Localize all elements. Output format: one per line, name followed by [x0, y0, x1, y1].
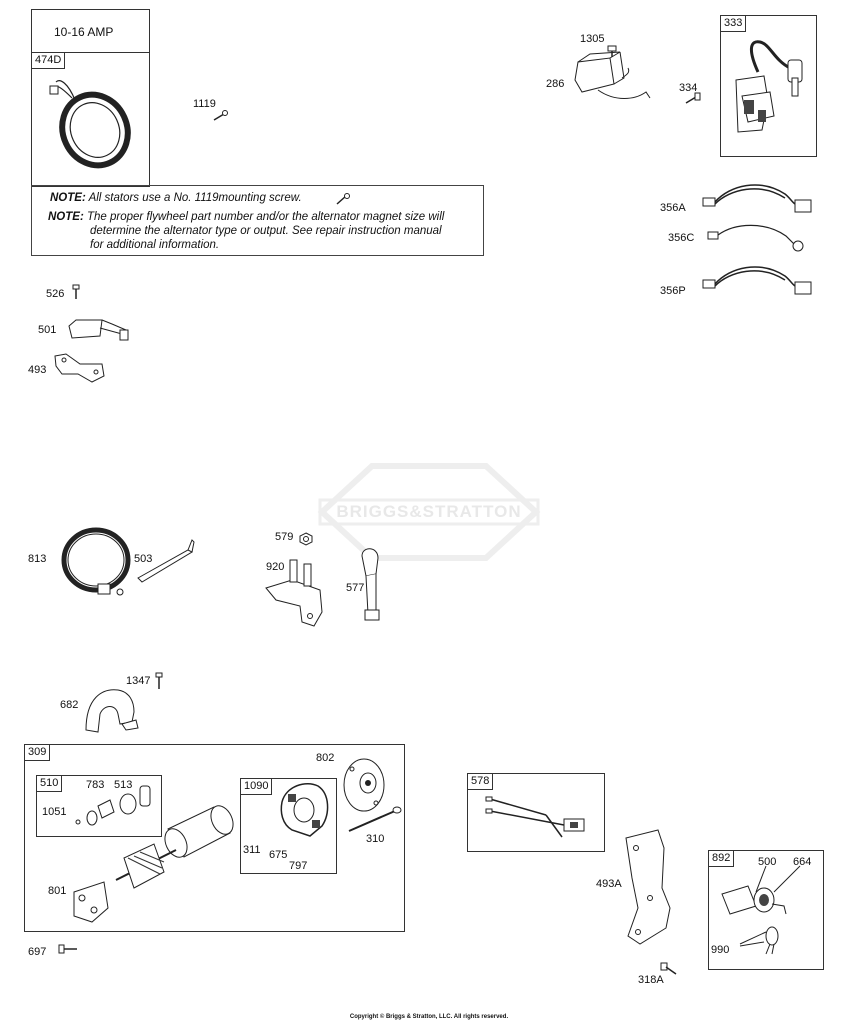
clamp-band-icon: [61, 527, 131, 596]
callout-356A: 356A: [660, 202, 686, 214]
key-switch-box: 892: [708, 850, 824, 970]
callout-493A: 493A: [596, 878, 622, 890]
note-line-2: NOTE: The proper flywheel part number an…: [48, 210, 444, 224]
callout-1305: 1305: [580, 33, 605, 45]
starter-shield-icon: [85, 689, 139, 733]
callout-802: 802: [316, 752, 335, 764]
callout-513: 513: [114, 779, 133, 791]
callout-318A: 318A: [638, 974, 664, 986]
screw-icon: [213, 110, 228, 121]
callout-664: 664: [793, 856, 812, 868]
callout-334: 334: [679, 82, 698, 94]
ground-wire-icon: [707, 224, 804, 252]
brand-watermark: BRIGGS&STRATTON: [312, 462, 546, 562]
callout-577: 577: [346, 582, 365, 594]
callout-1051: 1051: [42, 806, 67, 818]
callout-356C: 356C: [668, 232, 695, 244]
mounting-bracket-icon: [625, 829, 671, 945]
rectifier-module-icon: [574, 51, 651, 99]
callout-286: 286: [546, 78, 565, 90]
callout-493: 493: [28, 364, 47, 376]
callout-813: 813: [28, 553, 47, 565]
callout-783: 783: [86, 779, 105, 791]
note-tag: NOTE:: [48, 211, 84, 223]
callout-503: 503: [134, 553, 153, 565]
through-bolt-icon: [348, 806, 402, 832]
motor-housing-icon: [164, 805, 234, 858]
ignition-coil-box: 333: [720, 15, 817, 157]
drive-gear-icon: [75, 785, 151, 826]
spark-plug-boot-icon: [361, 548, 380, 621]
screw-icon: [72, 284, 80, 299]
screw-icon: [660, 962, 677, 975]
wire-kit-box: 578: [467, 773, 605, 852]
callout-682: 682: [60, 699, 79, 711]
callout-920: 920: [266, 561, 285, 573]
note-line-1: NOTE: All stators use a No. 1119mounting…: [50, 191, 302, 205]
callout-697: 697: [28, 946, 47, 958]
note-tag: NOTE:: [50, 192, 86, 204]
callout-1119: 1119: [193, 98, 216, 110]
screw-icon: [155, 672, 163, 689]
callout-526: 526: [46, 288, 65, 300]
spark-plug-bracket-icon: [265, 559, 323, 627]
callout-1347: 1347: [126, 675, 151, 687]
ignition-coil-icon: [735, 40, 803, 133]
screw-icon: [336, 193, 350, 205]
ignition-key-switch-icon: [721, 865, 801, 955]
callout-797: 797: [289, 860, 308, 872]
callout-501: 501: [38, 324, 57, 336]
wire-leads-icon: [485, 796, 585, 838]
callout-675: 675: [269, 849, 288, 861]
screw-icon: [58, 944, 77, 954]
stator-box: 10-16 AMP 474D: [31, 9, 150, 187]
part-label-309: 309: [24, 744, 51, 761]
wire-harness-icon: [702, 184, 812, 213]
part-label-333: 333: [720, 15, 747, 32]
amp-rating: 10-16 AMP: [54, 25, 114, 39]
drive-kit-box: 510: [36, 775, 162, 837]
callout-579: 579: [275, 531, 294, 543]
watermark-text: BRIGGS&STRATTON: [336, 502, 522, 521]
note-line-4: for additional information.: [90, 239, 220, 251]
copyright-notice: Copyright © Briggs & Stratton, LLC. All …: [349, 1014, 509, 1020]
callout-310: 310: [366, 833, 385, 845]
nut-icon: [299, 532, 313, 546]
brush-kit-box: 1090: [240, 778, 337, 874]
part-label-474D: 474D: [31, 52, 66, 69]
callout-801: 801: [48, 885, 67, 897]
strap-icon: [137, 539, 195, 583]
part-label-510: 510: [36, 775, 63, 792]
end-cap-plate-icon: [343, 758, 385, 812]
callout-311: 311: [243, 844, 261, 856]
wire-harness-icon: [702, 266, 812, 295]
note-line-3: determine the alternator type or output.…: [90, 225, 442, 237]
screw-icon: [685, 92, 701, 104]
regulator-icon: [68, 319, 129, 341]
part-label-1090: 1090: [240, 778, 273, 795]
starter-motor-box: 309: [24, 744, 405, 932]
screw-icon: [607, 45, 617, 57]
part-label-892: 892: [708, 850, 735, 867]
callout-500: 500: [758, 856, 777, 868]
brush-holder-icon: [280, 782, 329, 837]
callout-990: 990: [711, 944, 730, 956]
note-box: NOTE: All stators use a No. 1119mounting…: [31, 185, 484, 256]
part-label-578: 578: [467, 773, 494, 790]
note-text: The proper flywheel part number and/or t…: [86, 211, 445, 223]
stator-ring-icon: [49, 80, 131, 169]
note-text: All stators use a No. 1119mounting screw…: [88, 192, 302, 204]
armature-icon: [73, 843, 177, 923]
callout-356P: 356P: [660, 285, 686, 297]
bracket-icon: [54, 353, 105, 383]
